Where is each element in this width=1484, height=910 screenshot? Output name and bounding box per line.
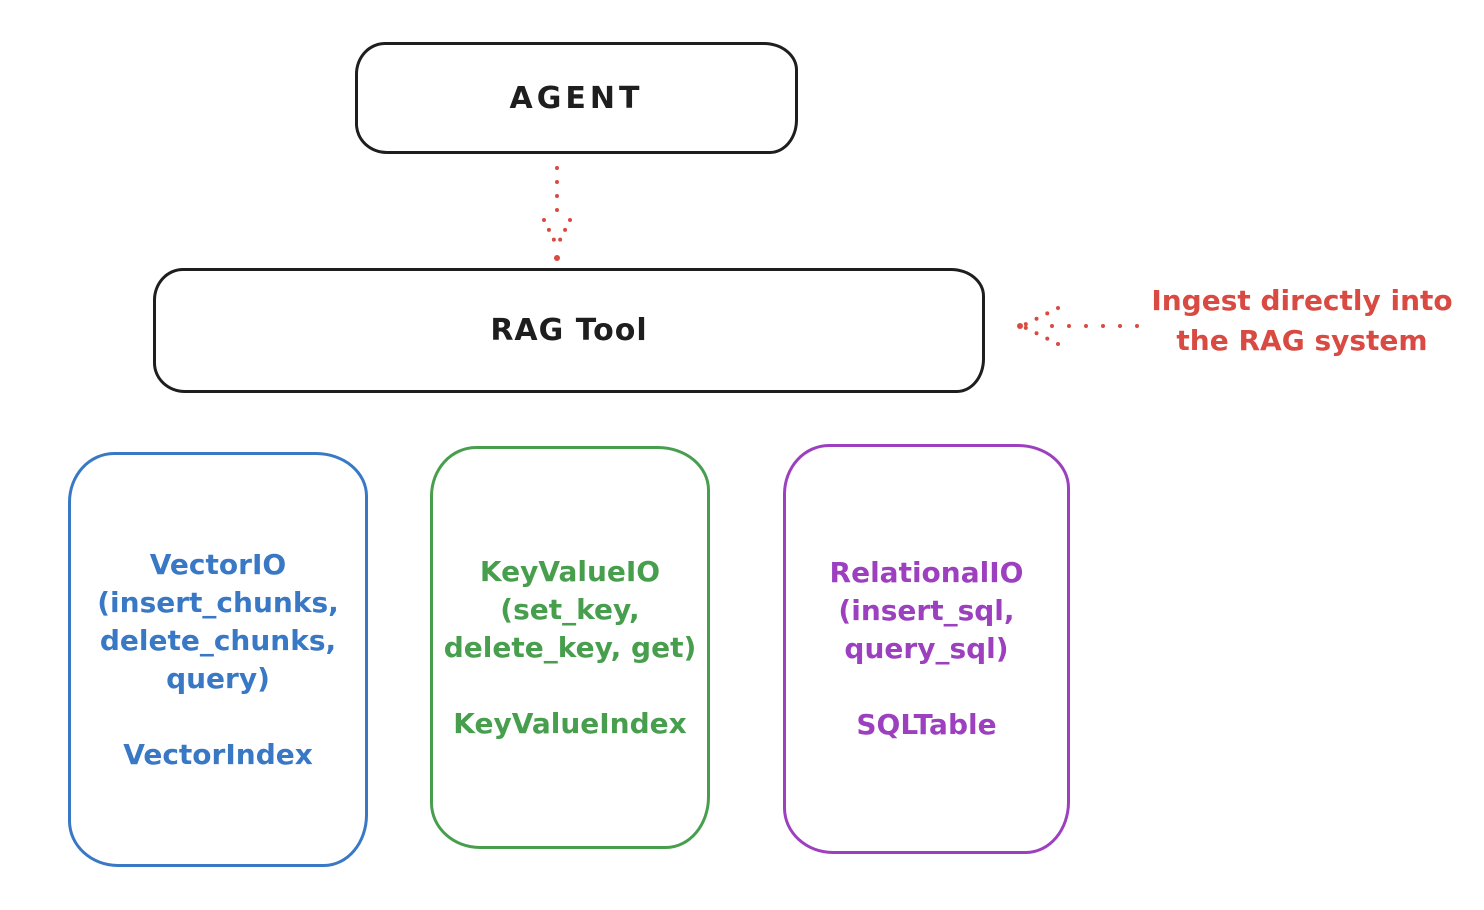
- rag-tool-box-label: RAG Tool: [490, 313, 648, 348]
- keyvalue-io-methods: KeyValueIO (set_key, delete_key, get): [443, 554, 697, 664]
- relational-io-box: RelationalIO (insert_sql, query_sql) SQL…: [783, 444, 1070, 854]
- keyvalue-io-index-label: KeyValueIndex: [453, 706, 687, 740]
- vector-io-methods: VectorIO (insert_chunks, delete_chunks, …: [97, 547, 339, 695]
- rag-tool-box: RAG Tool: [153, 268, 985, 393]
- vector-io-index-label: VectorIndex: [123, 737, 313, 771]
- relational-io-index-label: SQLTable: [856, 708, 997, 741]
- dotted-arrow-left-icon: [1017, 306, 1139, 346]
- agent-box-label: AGENT: [509, 80, 644, 116]
- vector-io-box: VectorIO (insert_chunks, delete_chunks, …: [68, 452, 368, 867]
- ingest-annotation: Ingest directly into the RAG system: [1151, 284, 1453, 357]
- keyvalue-io-box: KeyValueIO (set_key, delete_key, get) Ke…: [430, 446, 710, 849]
- relational-io-methods: RelationalIO (insert_sql, query_sql): [829, 556, 1024, 665]
- agent-box: AGENT: [355, 42, 798, 154]
- dotted-arrow-down-icon: [542, 166, 572, 261]
